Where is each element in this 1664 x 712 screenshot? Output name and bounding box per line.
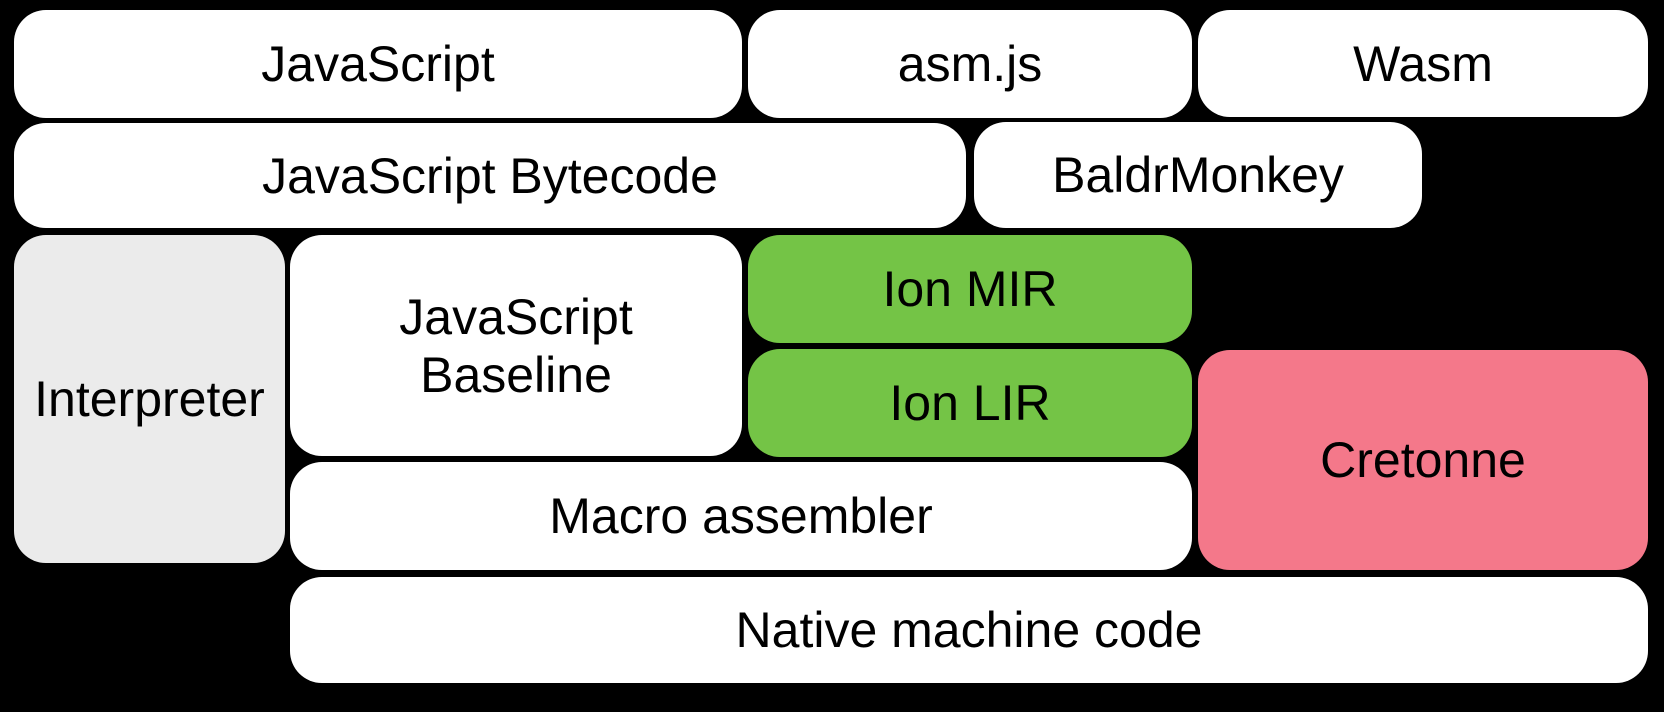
node-ion-mir: Ion MIR	[748, 235, 1192, 343]
node-ion-mir-label: Ion MIR	[882, 261, 1058, 317]
node-macro-assembler: Macro assembler	[290, 462, 1192, 570]
node-javascript-bytecode-label: JavaScript Bytecode	[262, 147, 718, 204]
node-javascript-baseline: JavaScript Baseline	[290, 235, 742, 456]
node-asmjs: asm.js	[748, 10, 1192, 118]
node-native-machine-code: Native machine code	[290, 577, 1648, 683]
node-interpreter: Interpreter	[14, 235, 285, 563]
node-wasm-label: Wasm	[1353, 35, 1493, 92]
node-asmjs-label: asm.js	[897, 36, 1043, 92]
node-macro-assembler-label: Macro assembler	[549, 488, 933, 544]
node-baldrmonkey: BaldrMonkey	[974, 122, 1422, 228]
node-wasm: Wasm	[1198, 10, 1648, 117]
node-javascript-label: JavaScript	[261, 36, 495, 92]
node-cretonne: Cretonne	[1198, 350, 1648, 570]
node-javascript-bytecode: JavaScript Bytecode	[14, 123, 966, 228]
node-interpreter-label: Interpreter	[34, 371, 265, 427]
node-cretonne-label: Cretonne	[1320, 432, 1526, 488]
node-native-machine-code-label: Native machine code	[735, 602, 1203, 658]
node-ion-lir: Ion LIR	[748, 349, 1192, 457]
node-javascript: JavaScript	[14, 10, 742, 118]
node-ion-lir-label: Ion LIR	[889, 375, 1051, 431]
node-javascript-baseline-label: JavaScript Baseline	[399, 288, 633, 403]
node-baldrmonkey-label: BaldrMonkey	[1052, 147, 1344, 203]
